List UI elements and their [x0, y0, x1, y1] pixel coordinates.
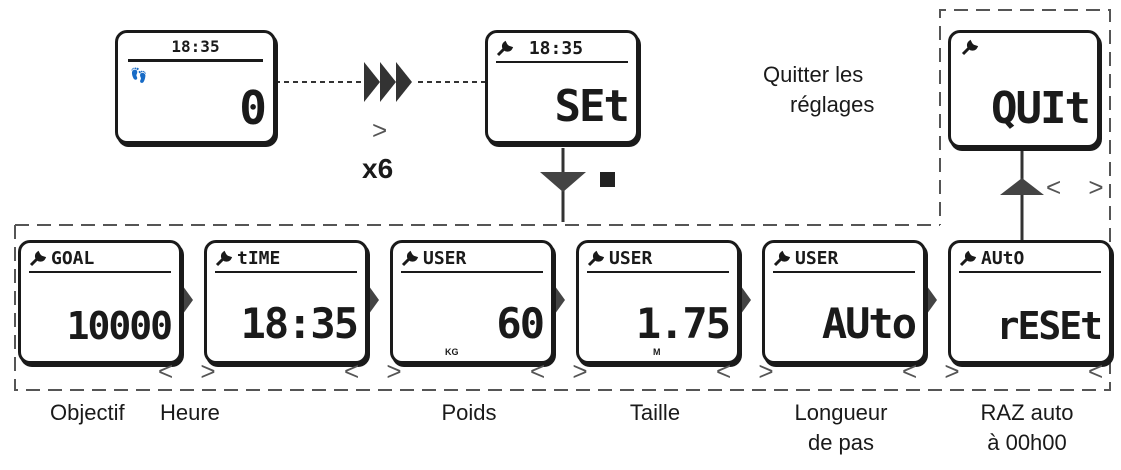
start-value: 0 [239, 81, 267, 135]
progress-bar [128, 59, 263, 62]
up-triangle-icon [1000, 178, 1044, 195]
row-arrows [180, 282, 937, 318]
nav-symbols: < > [158, 356, 226, 386]
screen-caption: Heure [160, 400, 220, 425]
screen-caption: Taille [629, 400, 681, 425]
wrench-icon [961, 39, 979, 56]
screen-caption: RAZ auto [980, 400, 1074, 425]
screen-header: USER [423, 248, 467, 269]
screen-caption: Poids [441, 400, 497, 425]
lcd-setting-screen: tIME 18:35 [204, 240, 368, 364]
screen-value: 60 [496, 299, 545, 348]
wrench-icon [29, 250, 47, 267]
lcd-setting-screen: GOAL 10000 [18, 240, 182, 364]
screen-header: tIME [237, 248, 281, 269]
screen-caption-line2: de pas [807, 430, 875, 455]
quit-caption-1: Quitter les [763, 62, 864, 87]
nav-symbols: < > [716, 356, 784, 386]
quit-value: QUIt [991, 83, 1091, 134]
screen-header: AUtO [981, 248, 1025, 269]
wrench-icon [401, 250, 419, 267]
wrench-icon [496, 40, 514, 57]
screen-header: USER [795, 248, 839, 269]
screen-header: USER [609, 248, 653, 269]
screen-header: GOAL [51, 248, 95, 269]
screen-unit: KG [445, 347, 459, 357]
start-time: 18:35 [171, 37, 220, 56]
set-time: 18:35 [528, 38, 584, 59]
wrench-icon [215, 250, 233, 267]
repeat-label: x6 [362, 153, 394, 184]
stop-square-icon [600, 172, 615, 187]
nav-symbols: < > [1088, 356, 1121, 386]
nav-symbols: < > [530, 356, 598, 386]
nav-symbols: < > [902, 356, 970, 386]
down-triangle-icon [540, 172, 586, 192]
nav-symbols: < > [344, 356, 412, 386]
arrow-label: > [372, 115, 388, 145]
quit-caption-2: réglages [790, 92, 875, 117]
screen-value: 10000 [66, 304, 173, 348]
wrench-icon [773, 250, 791, 267]
screen-caption: Objectif [50, 400, 125, 425]
lcd-start-screen: 18:35 👣 0 [115, 30, 276, 144]
lcd-quit-screen: QUIt [948, 30, 1100, 148]
screen-caption: Longueur [794, 400, 888, 425]
settings-frame [14, 9, 1111, 391]
screen-unit: M [653, 347, 661, 357]
wrench-icon [587, 250, 605, 267]
screen-value: 1.75 [635, 299, 731, 348]
wrench-icon [959, 250, 977, 267]
screen-caption-line2: à 00h00 [987, 430, 1067, 455]
screen-value: rESEt [996, 304, 1103, 348]
lcd-setting-screen: USER AUto [762, 240, 926, 364]
screen-value: 18:35 [240, 299, 359, 348]
footprint-icon: 👣 [130, 67, 148, 83]
triple-arrow-icon [364, 62, 412, 102]
lcd-setting-screen: AUtO rESEt [948, 240, 1112, 364]
quit-nav-symbols: < > [1046, 172, 1114, 202]
lcd-set-screen: 18:35 SEt [485, 30, 639, 144]
set-value: SEt [554, 81, 630, 132]
screen-value: AUto [821, 299, 917, 348]
